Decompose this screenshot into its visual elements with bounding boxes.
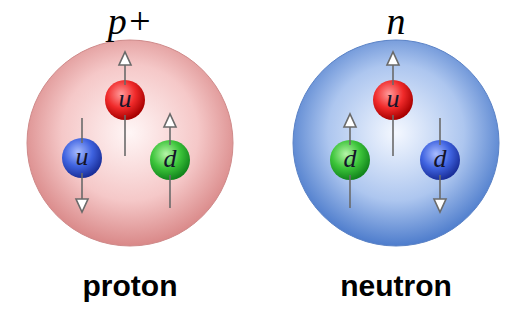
quark-circle — [62, 138, 102, 178]
spin-line — [124, 115, 126, 156]
spin-line — [81, 118, 83, 143]
quark-circle — [373, 80, 413, 120]
spin-line — [349, 175, 351, 208]
quark-circle — [330, 140, 370, 180]
quark-node: u — [62, 138, 102, 178]
particle-outline — [22, 0, 238, 310]
spin-line — [439, 175, 441, 200]
quark-node: d — [420, 140, 460, 180]
quark-node: d — [150, 140, 190, 180]
particle-circle — [27, 40, 233, 246]
quark-letter: d — [164, 145, 177, 173]
spin-line — [124, 64, 126, 85]
quark-node: u — [105, 80, 145, 120]
quark-letter: u — [76, 143, 89, 171]
particle-name: proton — [22, 268, 238, 304]
spin-line — [169, 126, 171, 145]
spin-line — [439, 118, 441, 145]
particle-outline — [288, 0, 504, 310]
quark-letter: u — [119, 85, 132, 113]
quark-letter: d — [344, 145, 357, 173]
spin-line — [81, 173, 83, 200]
particle-symbol: n — [288, 0, 504, 42]
spin-line — [392, 64, 394, 85]
particle-node: p+ proton u u d — [22, 0, 238, 310]
quark-node: d — [330, 140, 370, 180]
quark-circle — [420, 140, 460, 180]
quark-circle — [150, 140, 190, 180]
quark-node: u — [373, 80, 413, 120]
quark-letter: d — [434, 145, 447, 173]
particle-node: n neutron u d d — [288, 0, 504, 310]
particle-symbol: p+ — [22, 0, 238, 42]
spin-line — [349, 126, 351, 145]
spin-line — [169, 175, 171, 208]
particle-name: neutron — [288, 268, 504, 304]
quark-circle — [105, 80, 145, 120]
spin-line — [392, 115, 394, 156]
particle-circle — [293, 40, 499, 246]
quark-letter: u — [387, 85, 400, 113]
